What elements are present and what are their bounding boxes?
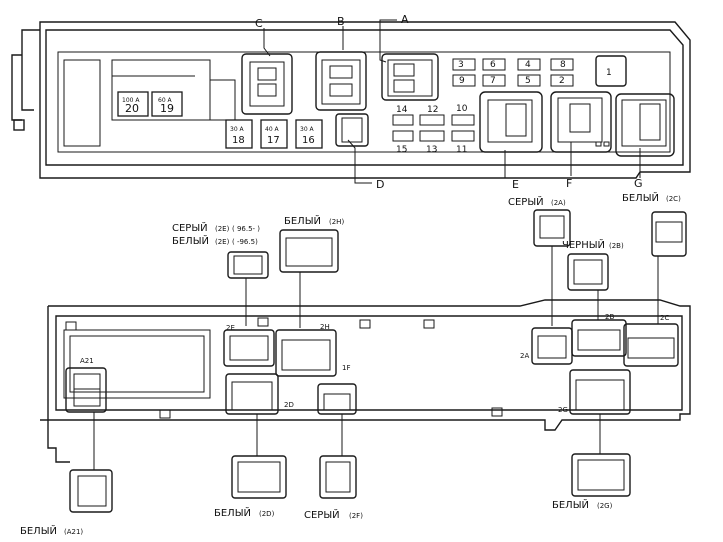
upper-fuse-block <box>11 21 691 179</box>
callout-b: B <box>337 15 345 28</box>
fuse-number-1: 1 <box>606 68 612 78</box>
fuse-number-15: 15 <box>396 145 407 155</box>
fuse-number-19: 19 <box>160 102 174 115</box>
label-white-2d: БЕЛЫЙ <box>214 506 251 519</box>
fuse-number-12: 12 <box>427 105 438 115</box>
label-white-a21-code: (A21) <box>64 528 83 536</box>
tag-2c: 2C <box>660 314 669 322</box>
tag-2g: 2G <box>558 406 568 414</box>
fuse-number-11: 11 <box>456 145 467 155</box>
tag-1f: 1F <box>342 364 350 372</box>
fuse-number-6: 6 <box>490 60 496 70</box>
label-black-2b: ЧЕРНЫЙ <box>562 238 605 251</box>
callout-a: A <box>401 13 409 26</box>
label-white-2d-code: (2D) <box>259 510 275 518</box>
fuse-number-16: 16 <box>302 135 315 146</box>
fuse-number-7: 7 <box>490 76 496 86</box>
fuse-number-10: 10 <box>456 104 468 114</box>
fuse-number-17: 17 <box>267 135 280 146</box>
label-grey-2e-code: (2E) <box>215 225 230 233</box>
tag-2e: 2E <box>226 324 235 332</box>
label-white-2g: БЕЛЫЙ <box>552 498 589 511</box>
fuse-number-2: 2 <box>559 76 565 86</box>
fuse-number-8: 8 <box>560 60 566 70</box>
fuse-number-13: 13 <box>426 145 437 155</box>
label-grey-2e-note: ( 96.5- ) <box>232 225 260 233</box>
external-connectors <box>69 209 687 513</box>
fuse-rating-19: 60 A <box>158 97 173 104</box>
tag-2a: 2A <box>520 352 529 360</box>
fuse-number-14: 14 <box>396 105 408 115</box>
label-white-2h-code: (2H) <box>329 218 344 226</box>
fuse-number-18: 18 <box>232 135 245 146</box>
fuse-number-4: 4 <box>525 60 531 70</box>
label-white-2g-code: (2G) <box>597 502 613 510</box>
fuse-number-3: 3 <box>458 60 464 70</box>
label-grey-2a: СЕРЫЙ <box>508 195 544 208</box>
label-grey-2f-code: (2F) <box>349 512 363 520</box>
label-grey-2a-code: (2A) <box>551 199 566 207</box>
label-black-2b-code: (2B) <box>609 242 624 250</box>
label-white-2e: БЕЛЫЙ <box>172 234 209 247</box>
callout-g: G <box>634 177 643 190</box>
callout-e: E <box>512 178 519 191</box>
callout-f: F <box>566 177 572 190</box>
label-white-2h: БЕЛЫЙ <box>284 214 321 227</box>
upper-callout-lines <box>263 19 641 184</box>
fuse-number-5: 5 <box>525 76 531 86</box>
fuse-number-9: 9 <box>459 76 465 86</box>
tag-2b: 2B <box>605 313 614 321</box>
tag-2d: 2D <box>284 401 294 409</box>
fuse-rating-16: 30 A <box>300 126 315 133</box>
label-white-2c: БЕЛЫЙ <box>622 191 659 204</box>
label-white-2e-note: ( -96.5) <box>232 238 258 246</box>
label-white-2c-code: (2C) <box>666 195 681 203</box>
label-white-a21: БЕЛЫЙ <box>20 524 57 537</box>
label-grey-2f: СЕРЫЙ <box>304 508 340 521</box>
fuse-rating-17: 40 A <box>265 126 280 133</box>
label-grey-2e: СЕРЫЙ <box>172 221 208 234</box>
lower-junction-block <box>40 299 691 463</box>
tag-a21: A21 <box>80 357 94 365</box>
fuse-rating-18: 30 A <box>230 126 245 133</box>
fuse-rating-20: 100 A <box>122 97 140 104</box>
tag-2h: 2H <box>320 323 330 331</box>
callout-c: C <box>255 17 263 30</box>
fuse-number-20: 20 <box>125 102 139 115</box>
callout-d: D <box>376 178 384 191</box>
label-white-2e-code: (2E) <box>215 238 230 246</box>
